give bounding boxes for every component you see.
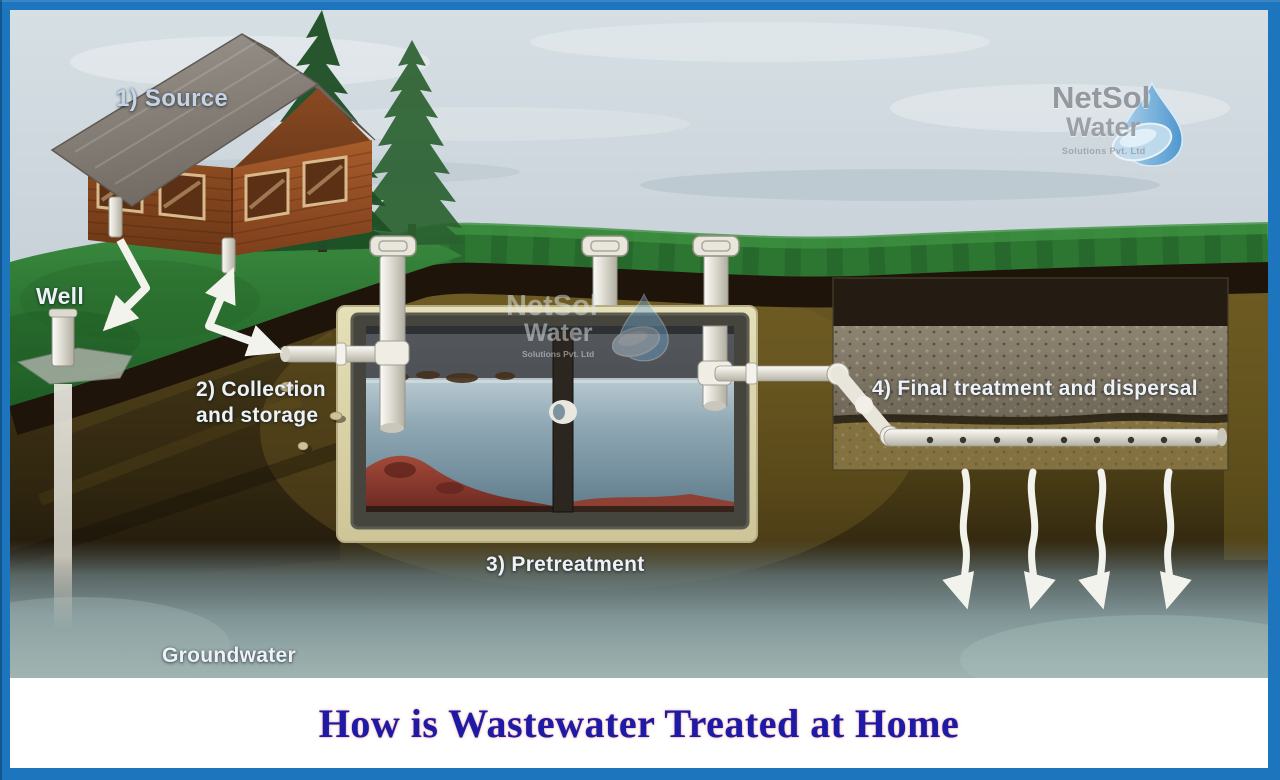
window xyxy=(96,163,144,214)
wall-left xyxy=(88,156,232,256)
sewer-pipe xyxy=(282,345,394,363)
pine-tree-front xyxy=(246,10,398,252)
netsol-logo: NetSol Water Solutions Pvt. Ltd xyxy=(1046,80,1216,176)
inlet-pipe xyxy=(379,255,406,429)
log-lines-right xyxy=(231,151,373,246)
dispersal-arrow xyxy=(1159,468,1192,610)
window xyxy=(158,170,206,221)
scum-layer xyxy=(381,371,515,383)
dispersal-arrow xyxy=(942,468,975,610)
logo-name: NetSol xyxy=(1052,80,1151,115)
baffle-port xyxy=(549,400,577,424)
pipe-holes xyxy=(926,436,1202,444)
pine-trees xyxy=(246,10,466,252)
watermark-line3: Solutions Pvt. Ltd xyxy=(522,349,595,359)
windows xyxy=(96,155,348,222)
watermark-line2: Water xyxy=(524,319,593,347)
dispersal-arrows xyxy=(942,468,1192,610)
label-collection-line2: and storage xyxy=(196,404,319,428)
flow-arrows xyxy=(102,238,283,357)
logo-line2: Water xyxy=(1066,112,1141,142)
window xyxy=(244,168,290,222)
well-pad xyxy=(16,347,133,385)
wall-right xyxy=(232,140,372,256)
page-title: How is Wastewater Treated at Home xyxy=(318,700,960,746)
drain-field xyxy=(832,277,1229,471)
title-band: How is Wastewater Treated at Home xyxy=(10,678,1268,768)
distribution-pipe xyxy=(883,428,1223,447)
tank-water xyxy=(366,380,734,512)
drainfield-gravel xyxy=(833,326,1228,418)
log-lines-left xyxy=(87,166,233,246)
well-pipe xyxy=(54,384,72,630)
vent-pipe xyxy=(108,196,123,238)
label-collection-line1: 2) Collection xyxy=(196,378,326,401)
access-cover xyxy=(369,235,417,257)
access-cover xyxy=(581,235,629,257)
logo-line3: Solutions Pvt. Ltd xyxy=(1062,146,1146,156)
dispersal-arrow xyxy=(1023,468,1056,610)
label-final: 4) Final treatment and dispersal xyxy=(872,377,1198,400)
arrow-house-to-sewer xyxy=(204,267,283,357)
well-casing xyxy=(51,311,75,367)
dispersal-arrow xyxy=(1078,468,1111,610)
tree-trunk xyxy=(408,224,416,246)
roof-main-plane xyxy=(50,33,320,207)
label-groundwater: Groundwater xyxy=(162,644,296,667)
sludge-right xyxy=(572,494,734,512)
vent-pipe xyxy=(221,237,236,274)
arrow-house-to-well xyxy=(102,238,150,332)
tree-trunk xyxy=(318,228,327,252)
riser-pipe xyxy=(380,251,406,319)
roof-back-plane xyxy=(241,33,376,141)
label-source: 1) Source xyxy=(116,85,229,112)
access-cover xyxy=(692,235,740,257)
window xyxy=(302,155,348,208)
label-collection: 2) Collection and storage xyxy=(196,377,326,430)
drainfield-sand xyxy=(833,418,1228,470)
well xyxy=(16,308,133,630)
watermark: NetSol Water Solutions Pvt. Ltd xyxy=(500,290,710,370)
gable xyxy=(232,88,372,170)
drainfield-topsoil xyxy=(833,278,1228,334)
house xyxy=(50,33,376,274)
drainfield-seam xyxy=(832,412,1229,425)
pine-tree-back xyxy=(358,40,466,246)
watermark-drop-icon xyxy=(611,292,676,369)
label-pretreatment: 3) Pretreatment xyxy=(486,553,645,576)
label-well: Well xyxy=(36,283,85,309)
sludge-left xyxy=(366,455,554,512)
